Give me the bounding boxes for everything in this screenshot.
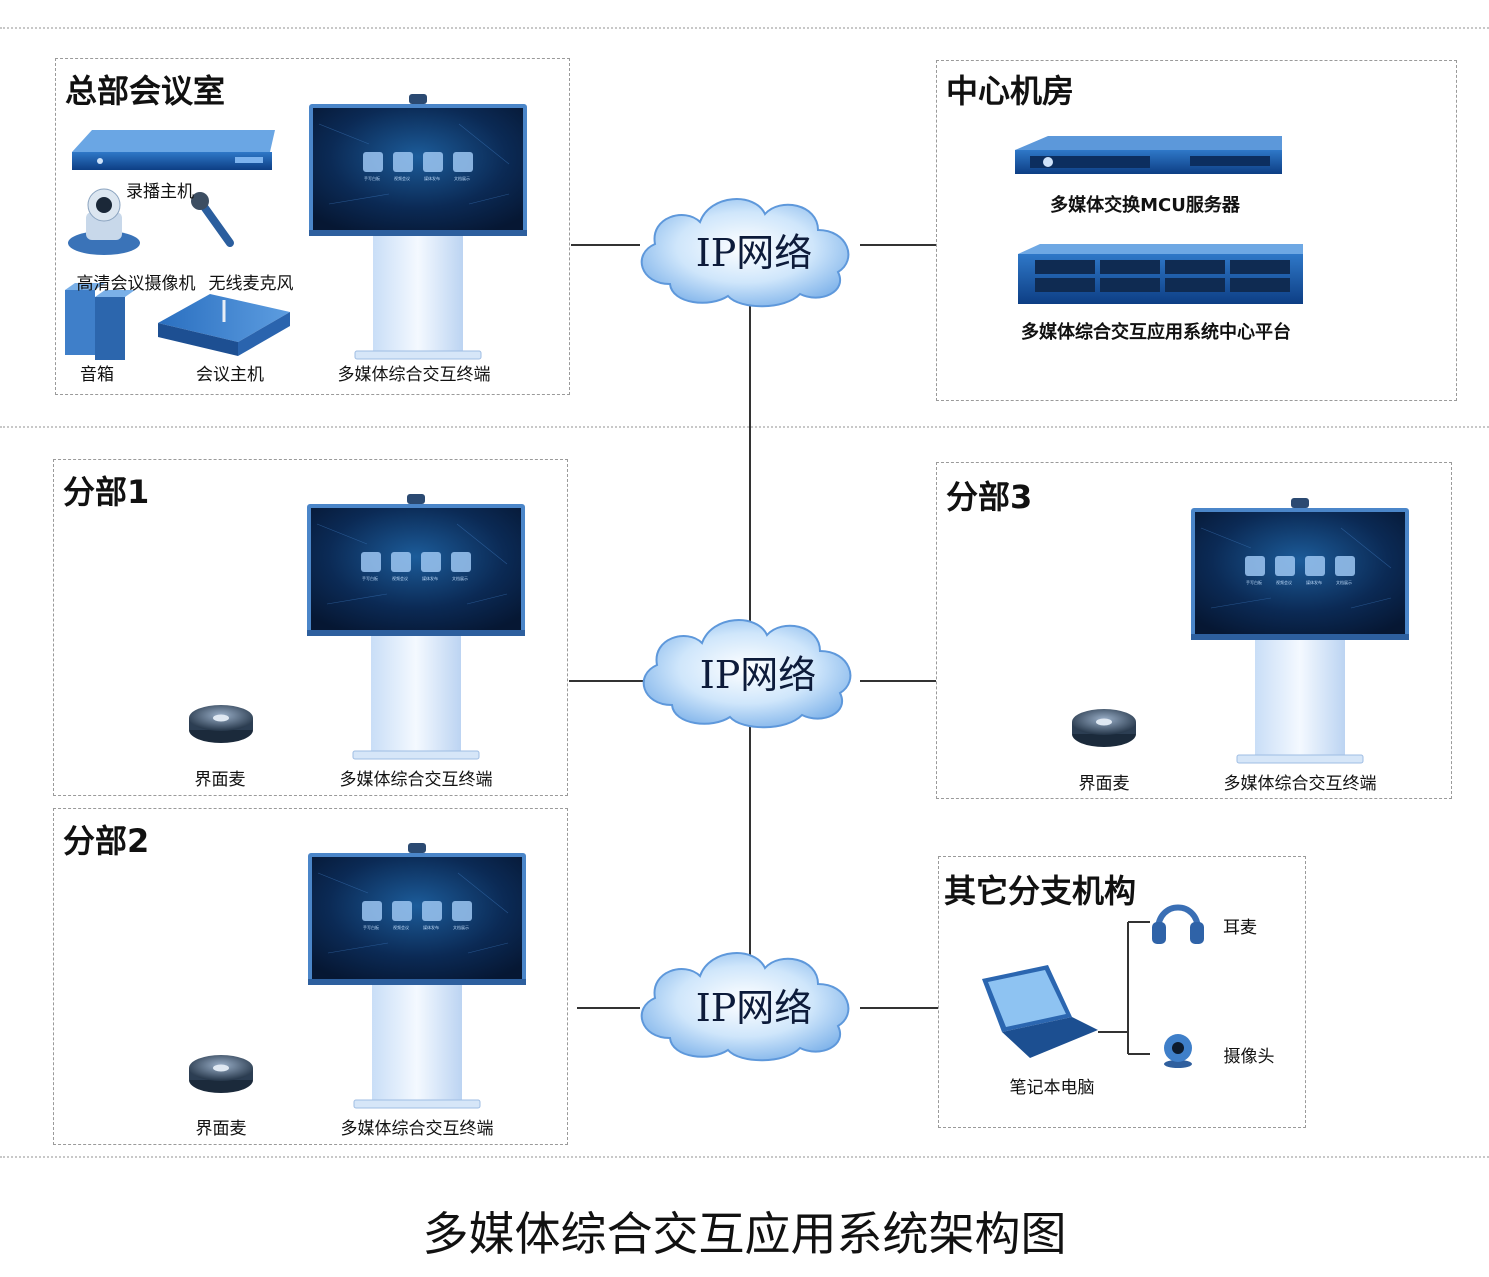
hq-terminal (308, 93, 528, 360)
laptop-device (982, 965, 1098, 1058)
label-hq-terminal: 多媒体综合交互终端 (337, 365, 491, 385)
cloud-middle-label: IP网络 (700, 653, 817, 697)
panel-hq (55, 58, 570, 395)
branch2-terminal (307, 842, 527, 1109)
label-recorder: 录播主机 (126, 182, 194, 202)
separator-bottom (0, 1156, 1489, 1158)
label-wireless-mic: 无线麦克风 (208, 274, 294, 294)
branch2-mic (189, 1055, 253, 1093)
panel-title-branch3: 分部3 (946, 478, 1033, 516)
speaker-device (65, 283, 135, 360)
branch3-mic (1072, 709, 1136, 747)
label-speaker: 音箱 (80, 365, 114, 385)
panel-branch3 (936, 462, 1452, 799)
branch3-terminal (1190, 497, 1410, 764)
webcam-device (1164, 1034, 1192, 1068)
diagram-title: 多媒体综合交互应用系统架构图 (422, 1207, 1067, 1261)
label-branch2-mic: 界面麦 (195, 1119, 247, 1139)
label-branch1-terminal: 多媒体综合交互终端 (339, 770, 493, 790)
panel-other (938, 856, 1306, 1128)
label-platform: 多媒体综合交互应用系统中心平台 (1021, 322, 1291, 343)
panel-title-branch1: 分部1 (63, 473, 150, 511)
label-laptop: 笔记本电脑 (1009, 1078, 1095, 1098)
conference-host-device (158, 294, 290, 356)
panel-branch2 (53, 808, 568, 1145)
camera-device (68, 188, 140, 255)
label-branch2-terminal: 多媒体综合交互终端 (340, 1119, 494, 1139)
label-branch1-mic: 界面麦 (194, 770, 246, 790)
panel-title-center: 中心机房 (946, 72, 1075, 110)
panel-title-branch2: 分部2 (63, 822, 150, 860)
cloud-top-label: IP网络 (696, 231, 813, 275)
branch1-terminal (306, 493, 526, 760)
label-camera: 高清会议摄像机 (76, 274, 196, 294)
panel-title-other: 其它分支机构 (944, 872, 1137, 910)
mcu-server (1015, 136, 1282, 174)
network-links (569, 244, 1150, 1055)
panel-title-hq: 总部会议室 (65, 72, 226, 110)
branch1-mic (189, 705, 253, 743)
panel-branch1 (53, 459, 568, 796)
recorder-device (72, 130, 275, 170)
label-branch3-terminal: 多媒体综合交互终端 (1223, 774, 1377, 794)
label-webcam: 摄像头 (1223, 1047, 1275, 1067)
cloud-bottom-label: IP网络 (696, 986, 813, 1030)
separator-middle (0, 426, 1489, 428)
headset-device (1152, 904, 1204, 944)
label-headset: 耳麦 (1223, 918, 1257, 938)
platform-server (1018, 244, 1303, 304)
panel-center (936, 60, 1457, 401)
wireless-mic-device (191, 192, 234, 247)
label-mcu: 多媒体交换MCU服务器 (1050, 195, 1240, 216)
label-branch3-mic: 界面麦 (1078, 774, 1130, 794)
separator-top (0, 27, 1489, 29)
label-conference-host: 会议主机 (196, 365, 264, 385)
